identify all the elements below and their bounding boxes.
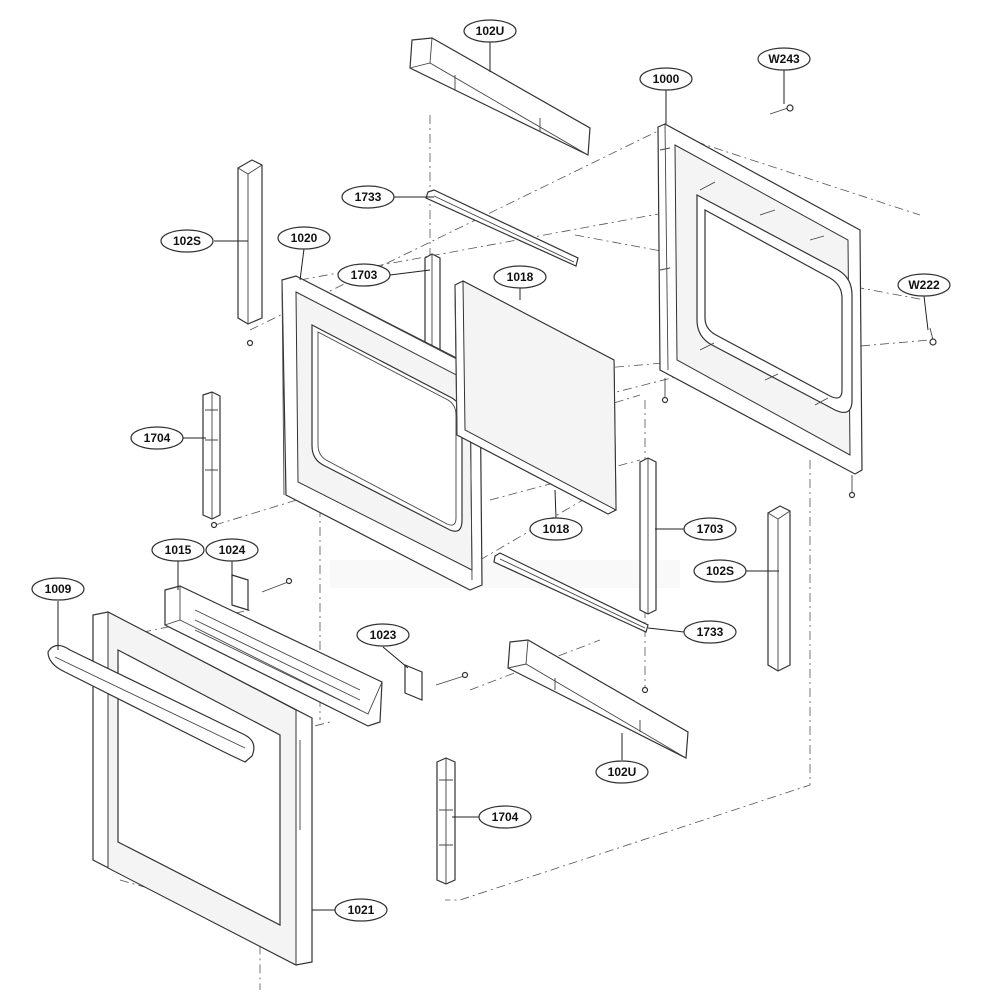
callout-1015: 1015	[151, 538, 205, 562]
part-102U-bottom-trim	[507, 639, 689, 759]
callout-1024: 1024	[205, 538, 259, 562]
callout-1021: 1021	[334, 898, 388, 922]
callout-1703-top: 1703	[337, 263, 391, 287]
callout-W222: W222	[897, 273, 951, 297]
svg-text:102U: 102U	[476, 24, 505, 38]
callout-1733-top: 1733	[341, 185, 395, 209]
svg-text:102S: 102S	[706, 564, 734, 578]
callout-1733-bottom: 1733	[683, 620, 737, 644]
callout-1023: 1023	[356, 623, 410, 647]
part-W222-screw	[929, 327, 937, 346]
callout-1000: 1000	[639, 67, 693, 91]
svg-text:1015: 1015	[165, 543, 192, 557]
part-1704-left-hinge	[202, 391, 221, 529]
callout-102U-top: 102U	[463, 19, 517, 43]
svg-text:W222: W222	[908, 278, 940, 292]
callout-1020: 1020	[277, 226, 331, 250]
svg-text:1018: 1018	[507, 270, 534, 284]
part-1015-bracket-bar	[164, 585, 383, 727]
part-1024-plate	[231, 574, 293, 611]
part-1733-bottom-strip	[493, 552, 649, 694]
svg-text:1733: 1733	[697, 625, 724, 639]
part-1009-handle	[47, 644, 255, 763]
svg-text:1704: 1704	[144, 431, 171, 445]
part-102U-top-trim	[409, 37, 591, 156]
part-1703-bottom-bracket	[639, 457, 657, 615]
svg-text:1023: 1023	[370, 628, 397, 642]
callout-leaders	[57, 42, 929, 911]
svg-text:1024: 1024	[219, 543, 246, 557]
part-1733-top-strip	[425, 189, 579, 267]
part-W243-screw	[769, 104, 794, 115]
svg-text:1703: 1703	[697, 522, 724, 536]
part-102S-left-trim	[237, 159, 263, 347]
callout-102S-left: 102S	[160, 229, 214, 253]
callout-1704-bottom: 1704	[478, 805, 532, 829]
part-1018-glass-panel	[454, 280, 617, 515]
svg-text:102U: 102U	[608, 765, 637, 779]
svg-text:102S: 102S	[173, 234, 201, 248]
part-102S-right-trim	[767, 505, 791, 672]
part-1020-middle-frame	[281, 275, 483, 591]
svg-text:1018: 1018	[543, 522, 570, 536]
svg-text:1000: 1000	[653, 72, 680, 86]
svg-text:W243: W243	[768, 52, 800, 66]
callout-1703-bottom: 1703	[683, 517, 737, 541]
callout-1018-top: 1018	[493, 265, 547, 289]
part-1704-bottom-hinge	[436, 757, 456, 885]
part-1000-inner-frame	[657, 123, 863, 499]
part-1023-plate	[404, 664, 469, 701]
callout-W243: W243	[757, 47, 811, 71]
svg-text:1703: 1703	[351, 268, 378, 282]
callout-102U-bottom: 102U	[595, 760, 649, 784]
callout-102S-right: 102S	[693, 559, 747, 583]
svg-text:1009: 1009	[45, 582, 72, 596]
svg-text:1733: 1733	[355, 190, 382, 204]
svg-text:1704: 1704	[492, 810, 519, 824]
callout-1018-bottom: 1018	[529, 517, 583, 541]
svg-text:1021: 1021	[348, 903, 375, 917]
callout-1704-top: 1704	[130, 426, 184, 450]
callout-labels: 102U W243 1000 1733 102S 1020 1703 1018	[31, 19, 951, 922]
svg-text:1020: 1020	[291, 231, 318, 245]
callout-1009: 1009	[31, 577, 85, 601]
